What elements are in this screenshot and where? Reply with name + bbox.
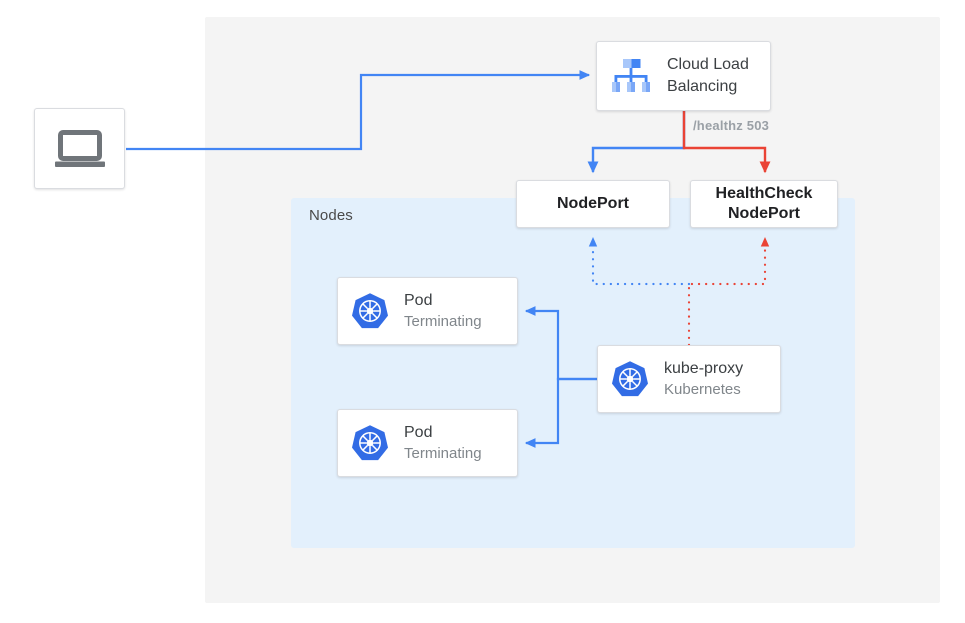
kube-proxy-subtitle: Kubernetes: [664, 381, 741, 398]
nodes-panel-label: Nodes: [309, 207, 353, 224]
cloud-load-balancing-title-line-1: Cloud Load: [667, 56, 749, 73]
nodeport-label: NodePort: [557, 195, 629, 212]
client-node[interactable]: [34, 108, 125, 189]
nodeport-node[interactable]: NodePort: [516, 180, 670, 228]
cloud-load-balancing-title-line-2: Balancing: [667, 78, 738, 95]
kube-proxy-node[interactable]: kube-proxy Kubernetes: [597, 345, 781, 413]
pod-node-1[interactable]: Pod Terminating: [337, 277, 518, 345]
laptop-icon: [54, 128, 106, 170]
healthz-status-label: /healthz 503: [693, 118, 770, 133]
kubernetes-icon: [350, 291, 390, 331]
healthcheck-nodeport-label-line-1: HealthCheck: [715, 185, 813, 202]
kubernetes-icon: [350, 423, 390, 463]
kubernetes-icon: [610, 359, 650, 399]
cloud-load-balancing-node[interactable]: Cloud Load Balancing: [596, 41, 771, 111]
pod-node-2[interactable]: Pod Terminating: [337, 409, 518, 477]
pod-1-status: Terminating: [404, 313, 482, 330]
cloud-load-balancing-icon: [609, 54, 653, 98]
kube-proxy-title: kube-proxy: [664, 360, 744, 377]
healthcheck-nodeport-label-line-2: NodePort: [728, 205, 800, 222]
pod-2-status: Terminating: [404, 445, 482, 462]
pod-2-title: Pod: [404, 424, 433, 441]
pod-1-title: Pod: [404, 292, 433, 309]
healthcheck-nodeport-node[interactable]: HealthCheck NodePort: [690, 180, 838, 228]
